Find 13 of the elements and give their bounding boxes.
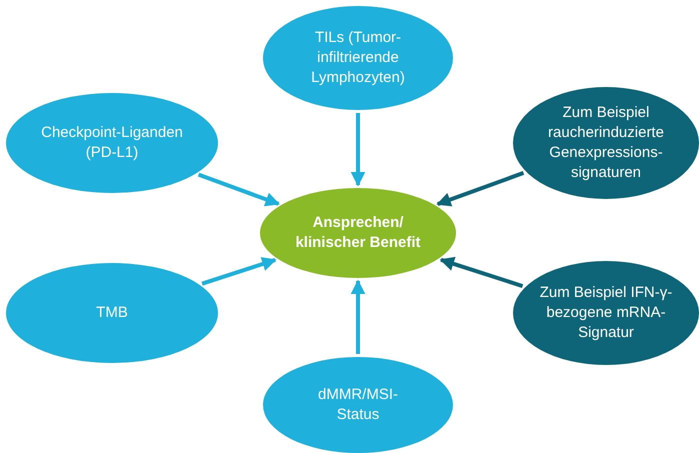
node-label: Checkpoint-Liganden (PD-L1) [40, 122, 184, 163]
arrow [350, 280, 366, 354]
node-label: dMMR/MSI-Status [317, 384, 399, 425]
arrow [350, 113, 366, 186]
arrow [202, 257, 277, 286]
node-label: Ansprechen/ klinischer Benefit [294, 212, 422, 253]
node-label: TMB [96, 302, 128, 323]
node-label: Zum Beispiel raucherinduzierte Genexpressions-signaturen [547, 102, 665, 184]
arrow [440, 256, 524, 288]
node-label: TILs (Tumor-infiltrierende Lymphozyten) [310, 28, 406, 88]
arrow [436, 171, 524, 206]
node-label: Zum Beispiel IFN-γ-bezogene mRNA-Signatur [538, 282, 674, 344]
arrow [198, 172, 280, 206]
